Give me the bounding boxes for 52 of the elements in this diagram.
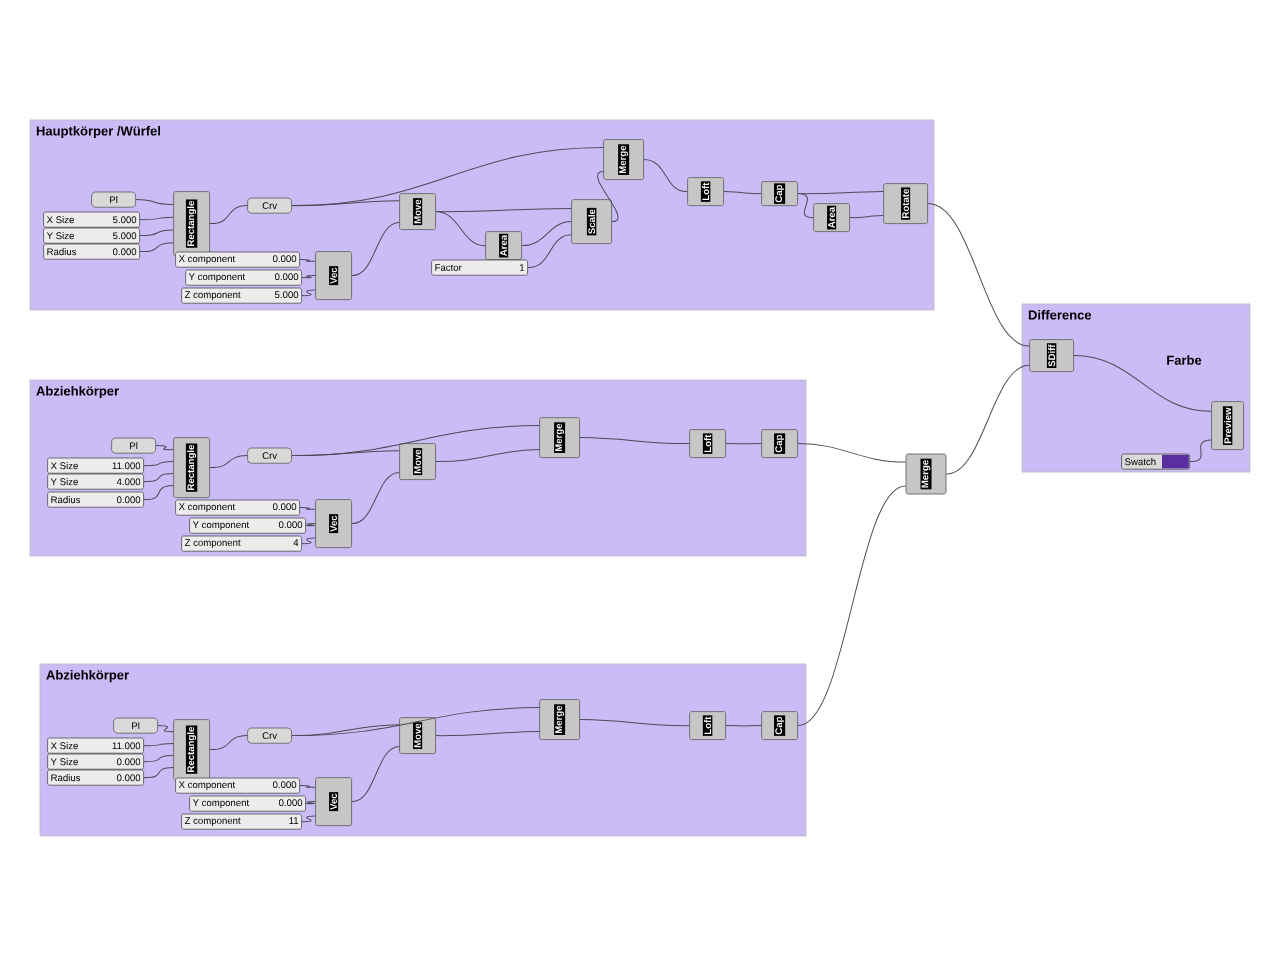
wire	[135, 199, 174, 205]
wire	[643, 159, 688, 193]
wire	[143, 473, 174, 483]
wire	[596, 171, 619, 223]
wire	[435, 449, 540, 463]
wire	[797, 443, 907, 463]
wire	[725, 725, 762, 727]
wire	[209, 205, 248, 225]
wire	[139, 229, 174, 237]
wire	[143, 767, 174, 779]
wire	[579, 437, 690, 445]
wire	[299, 785, 316, 788]
wire	[725, 443, 762, 445]
wire	[1073, 355, 1212, 412]
wire	[521, 221, 572, 247]
wire	[157, 725, 174, 733]
wire	[797, 191, 884, 195]
wire	[299, 507, 316, 510]
wire	[301, 289, 316, 297]
wire	[301, 275, 316, 279]
wire	[945, 364, 1030, 475]
wire	[299, 259, 316, 262]
wire	[143, 743, 174, 747]
wire	[849, 215, 884, 219]
wire	[209, 735, 248, 751]
wire	[305, 523, 316, 527]
wire	[927, 203, 1030, 347]
wire	[209, 455, 248, 469]
wire	[435, 211, 486, 247]
wire	[527, 234, 572, 269]
wire	[579, 719, 690, 727]
wire	[291, 425, 540, 457]
wire	[301, 815, 316, 823]
wire	[797, 485, 907, 727]
wire	[291, 707, 540, 737]
wire	[1189, 439, 1212, 463]
wire	[723, 191, 762, 195]
wire	[351, 221, 400, 277]
wire	[351, 471, 400, 525]
wire	[155, 445, 174, 451]
wire	[143, 755, 174, 763]
wire	[143, 485, 174, 501]
wire	[435, 731, 540, 737]
wire	[291, 147, 604, 207]
wire	[139, 242, 174, 253]
wire	[301, 537, 316, 545]
wire	[139, 216, 174, 221]
wire	[143, 461, 174, 467]
wire	[435, 207, 572, 213]
wire	[351, 745, 400, 803]
wire	[797, 193, 814, 219]
wire	[305, 801, 316, 805]
